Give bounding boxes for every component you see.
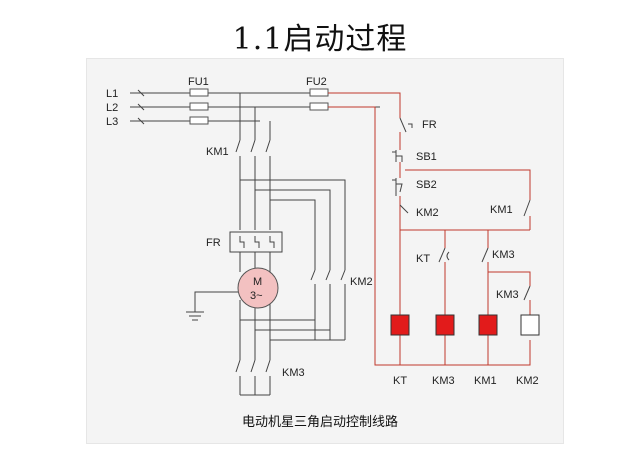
coil-km3-label: KM3 [432, 375, 455, 387]
motor-label: M [253, 276, 262, 288]
coil-kt-label: KT [393, 375, 407, 387]
label-km2-nc: KM2 [416, 207, 439, 219]
diagram-caption: 电动机星三角启动控制线路 [241, 415, 398, 430]
coil-km2-label: KM2 [516, 375, 539, 387]
label-l2: L2 [106, 102, 118, 114]
coil-km1 [478, 314, 498, 336]
power-circuit [186, 93, 346, 396]
motor-phase-label: 3~ [250, 290, 263, 302]
coil-km3 [435, 314, 455, 336]
fuse-fu1 [189, 88, 209, 125]
label-l3: L3 [106, 116, 118, 128]
label-km3-coil-side: KM3 [496, 289, 519, 301]
label-sb2: SB2 [416, 179, 437, 191]
label-km1-aux: KM1 [490, 204, 513, 216]
label-km3-aux: KM3 [492, 249, 515, 261]
label-fu2: FU2 [306, 76, 327, 88]
label-km2-main: KM2 [350, 276, 373, 288]
label-l1: L1 [106, 88, 118, 100]
slide-title: 1.1启动过程 [232, 22, 408, 57]
coil-km1-label: KM1 [474, 375, 497, 387]
label-km3-main: KM3 [282, 367, 305, 379]
label-fr-main: FR [206, 237, 221, 249]
coil-km2 [520, 314, 540, 336]
label-fr-aux: FR [422, 119, 437, 131]
coil-kt [390, 314, 410, 336]
control-circuit [328, 92, 531, 366]
motor-symbol [237, 267, 279, 309]
label-sb1: SB1 [416, 151, 437, 163]
label-km1-main: KM1 [206, 146, 229, 158]
diagram-panel [86, 58, 564, 444]
label-kt-contact: KT [416, 253, 430, 265]
fuse-fu2 [309, 88, 329, 111]
label-fu1: FU1 [188, 76, 209, 88]
